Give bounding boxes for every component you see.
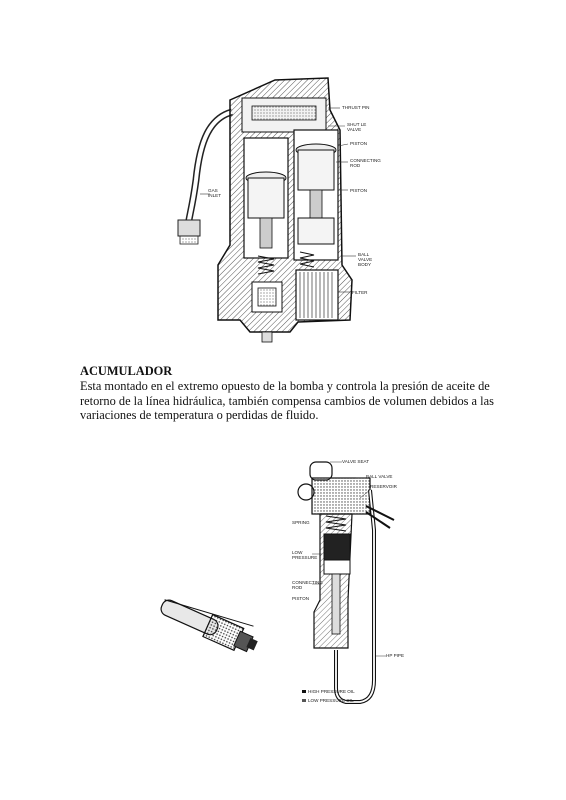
- label-low-pressure: LOW PRESSURE: [292, 550, 318, 560]
- label-filter: FILTER: [352, 290, 368, 295]
- accumulator-cutaway-drawing: [297, 461, 395, 704]
- description-line-2: retorno de la línea hidráulica, también …: [80, 393, 494, 408]
- accumulator-exterior-drawing: [160, 599, 258, 653]
- label-ball-valve-body: BALL VALVE BODY: [358, 252, 373, 267]
- label-piston-lower: PISTON: [350, 188, 368, 193]
- pump-cutaway-illustration: THRUST PIN SHUT LE VALVE PISTON CONNECTI…: [170, 70, 400, 350]
- legend-high-pressure: HIGH PRESSURE OIL: [308, 689, 355, 694]
- legend-low-pressure: LOW PRESSURE OIL: [308, 698, 354, 703]
- label-hp-pipe: HP PIPE: [386, 653, 405, 658]
- accumulator-section: ACUMULADOR Esta montado en el extremo op…: [80, 364, 500, 423]
- section-heading: ACUMULADOR: [80, 364, 173, 378]
- label-connecting-rod-acc: CONNECTING ROD: [292, 580, 323, 590]
- label-spring: SPRING: [292, 520, 310, 525]
- label-gas-inlet: GAS INLET: [208, 188, 222, 198]
- label-piston-top: PISTON: [350, 141, 368, 146]
- label-connecting-rod: CONNECTING ROD: [350, 158, 381, 168]
- label-piston-acc: PISTON: [292, 596, 310, 601]
- label-reservoir: RESERVOIR: [370, 484, 397, 489]
- label-thrust-pin: THRUST PIN: [342, 105, 370, 110]
- accumulator-exterior-illustration: [148, 590, 270, 670]
- label-shuttle-valve: SHUT LE VALVE: [347, 122, 367, 132]
- description-line-1: Esta montado en el extremo opuesto de la…: [80, 378, 490, 393]
- pump-drawing: [177, 77, 356, 343]
- accumulator-cutaway-illustration: VALVE SEAT BALL VALVE RESERVOIR SPRING L…: [290, 450, 415, 718]
- label-valve-seat: VALVE SEAT: [342, 459, 370, 464]
- description-line-3: variaciones de temperatura o perdidas de…: [80, 408, 319, 423]
- label-ball-valve: BALL VALVE: [366, 474, 393, 479]
